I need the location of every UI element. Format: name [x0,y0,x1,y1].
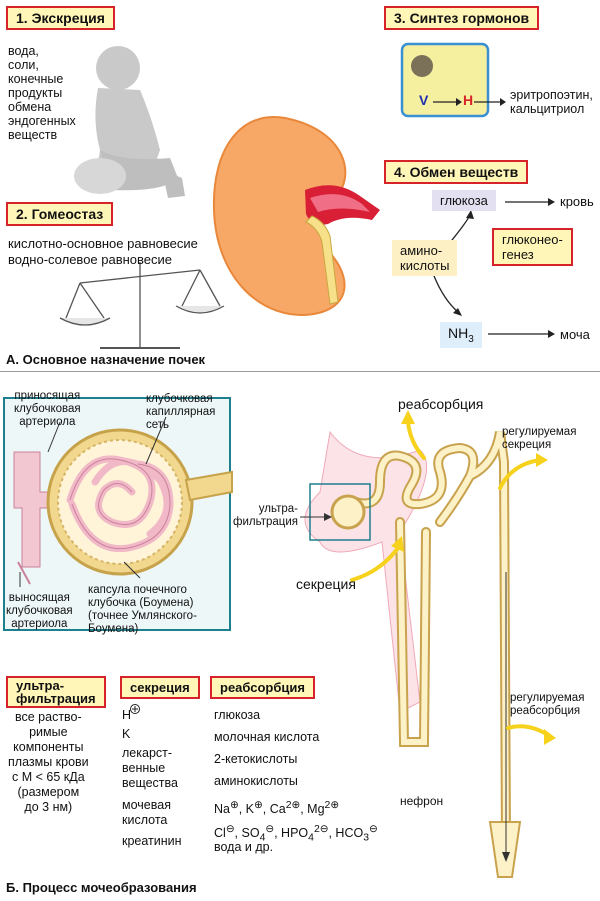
col-secretion-title: секреция [120,676,200,699]
section-a-graphics [0,42,600,372]
balance-scale-icon [59,262,225,349]
homeostasis-text: кислотно-основное равновесие водно-солев… [8,236,198,267]
section-b-caption: Б. Процесс мочеобразования [6,880,197,895]
ultrafiltration-inset-frame [309,483,371,541]
col-reabsorption-title: реабсорбция [210,676,315,699]
section-a-caption: А. Основное назначение почек [6,352,206,367]
efferent-arteriole-label: выносящая клубочковая артериола [6,592,73,630]
ions-row-2: Cl⊖, SO4⊖, HPO42⊖, HCO3⊖ [214,824,378,844]
reabsorption-item: вода и др. [214,840,274,854]
kidney-illustration [212,115,380,316]
secretion-item: креатинин [122,834,182,848]
col-ultrafiltration-text: все раство- римые компоненты плазмы кров… [8,710,89,814]
amino-acids-box: амино- кислоты [392,240,458,276]
regulated-secretion-label: регулируемая секреция [502,426,577,451]
secretion-label: секреция [296,576,356,592]
urine-label: моча [560,327,590,342]
cell-nucleus-icon [411,55,433,77]
nh3-box: NH3 [440,322,482,348]
regulated-reabsorption-arrow [506,724,552,738]
blood-label: кровь [560,194,594,209]
afferent-arteriole-label: приносящая клубочковая артериола [14,390,81,428]
glucose-box: глюкоза [432,190,496,211]
secretion-item: H [122,708,132,722]
nh3-main: NH [448,325,469,341]
col-reabsorption-list: глюкоза молочная кислота 2-кетокислоты а… [214,708,378,855]
reabsorption-label: реабсорбция [398,396,484,412]
secretion-item: лекарст- венные вещества [122,746,178,790]
metabolism-title: 4. Обмен веществ [384,160,529,184]
child-illustration [74,46,185,198]
gluconeogenesis-box: глюконео- генез [492,228,573,266]
reabsorption-arrow [406,420,426,460]
ultrafiltration-label: ультра- фильтрация [233,503,298,528]
regulated-reabsorption-label: регулируемая реабсорбция [510,692,585,717]
h-label: H [463,92,474,108]
glomerulus-illustration [13,428,233,585]
reabsorption-item: молочная кислота [214,730,320,744]
excretion-title: 1. Экскреция [6,6,115,30]
ions-row-1: Na⊕, K⊕, Ca2⊕, Mg2⊕ [214,800,340,817]
capillary-network-label: клубочковая капиллярная сеть [146,393,216,431]
hormones-text: эритропоэтин, кальцитриол [510,88,593,116]
nh3-sub: 3 [468,333,474,345]
regulated-secretion-arrow [498,458,542,490]
section-b-graphics [3,397,556,878]
v-label: V [419,92,429,108]
reabsorption-item: глюкоза [214,708,261,722]
reabsorption-item: аминокислоты [214,774,298,788]
secretion-item: мочевая кислота [122,798,171,827]
secretion-arrow [350,546,400,582]
secretion-item: K [122,727,131,741]
reabsorption-item: 2-кетокислоты [214,752,298,766]
hormones-title: 3. Синтез гормонов [384,6,540,30]
capsule-label: капсула почечного клубочка (Боумена) (то… [88,584,197,635]
nephron-illustration [304,430,522,878]
yellow-arrows [350,420,552,738]
nephron-label: нефрон [400,794,444,808]
col-ultrafiltration-title: ультра- фильтрация [6,676,106,708]
homeostasis-title: 2. Гомеостаз [6,202,114,226]
col-secretion-list: H K лекарст- венные вещества мочевая кис… [122,708,182,849]
excretion-text: вода, соли, конечные продукты обмена энд… [8,44,76,142]
hormone-cell-box [400,42,490,118]
